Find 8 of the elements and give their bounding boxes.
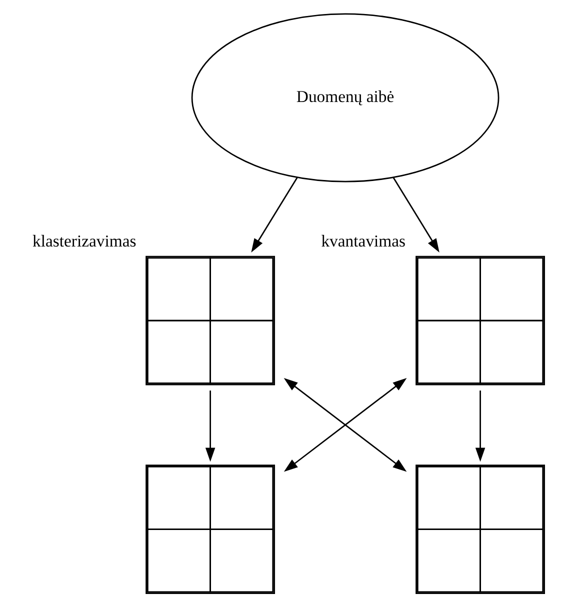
arrow — [474, 390, 485, 462]
node-ellipse: Duomenų aibė — [190, 13, 499, 182]
arrow — [250, 176, 298, 253]
arrow — [392, 176, 439, 253]
node-label: kvantavimas — [320, 231, 406, 250]
arrow — [204, 390, 215, 462]
node-label: klasterizavimas — [32, 231, 136, 250]
arrow — [283, 378, 406, 472]
